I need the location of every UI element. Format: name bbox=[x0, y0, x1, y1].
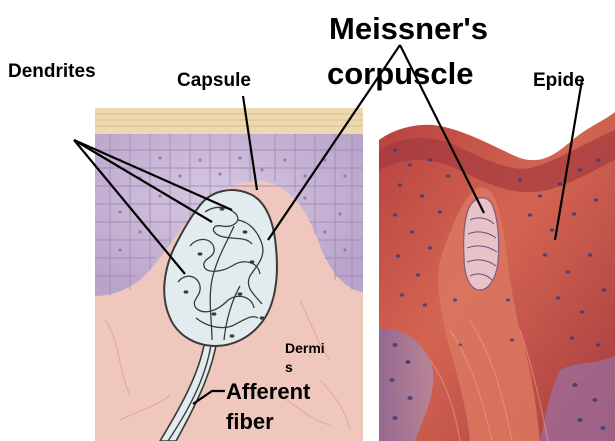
label-capsule: Capsule bbox=[177, 70, 251, 91]
label-dermis-line2: s bbox=[285, 359, 293, 375]
label-title-line2: corpuscle bbox=[327, 56, 473, 91]
label-dermis-line1: Dermi bbox=[285, 340, 325, 356]
label-afferent-line2: fiber bbox=[226, 409, 274, 434]
label-dendrites: Dendrites bbox=[8, 61, 96, 82]
label-title-line1: Meissner's bbox=[329, 11, 488, 46]
stratum-corneum bbox=[95, 108, 363, 134]
micrograph-panel bbox=[379, 112, 615, 441]
label-epidermis: Epide bbox=[533, 70, 585, 91]
label-afferent-line1: Afferent bbox=[226, 379, 311, 404]
